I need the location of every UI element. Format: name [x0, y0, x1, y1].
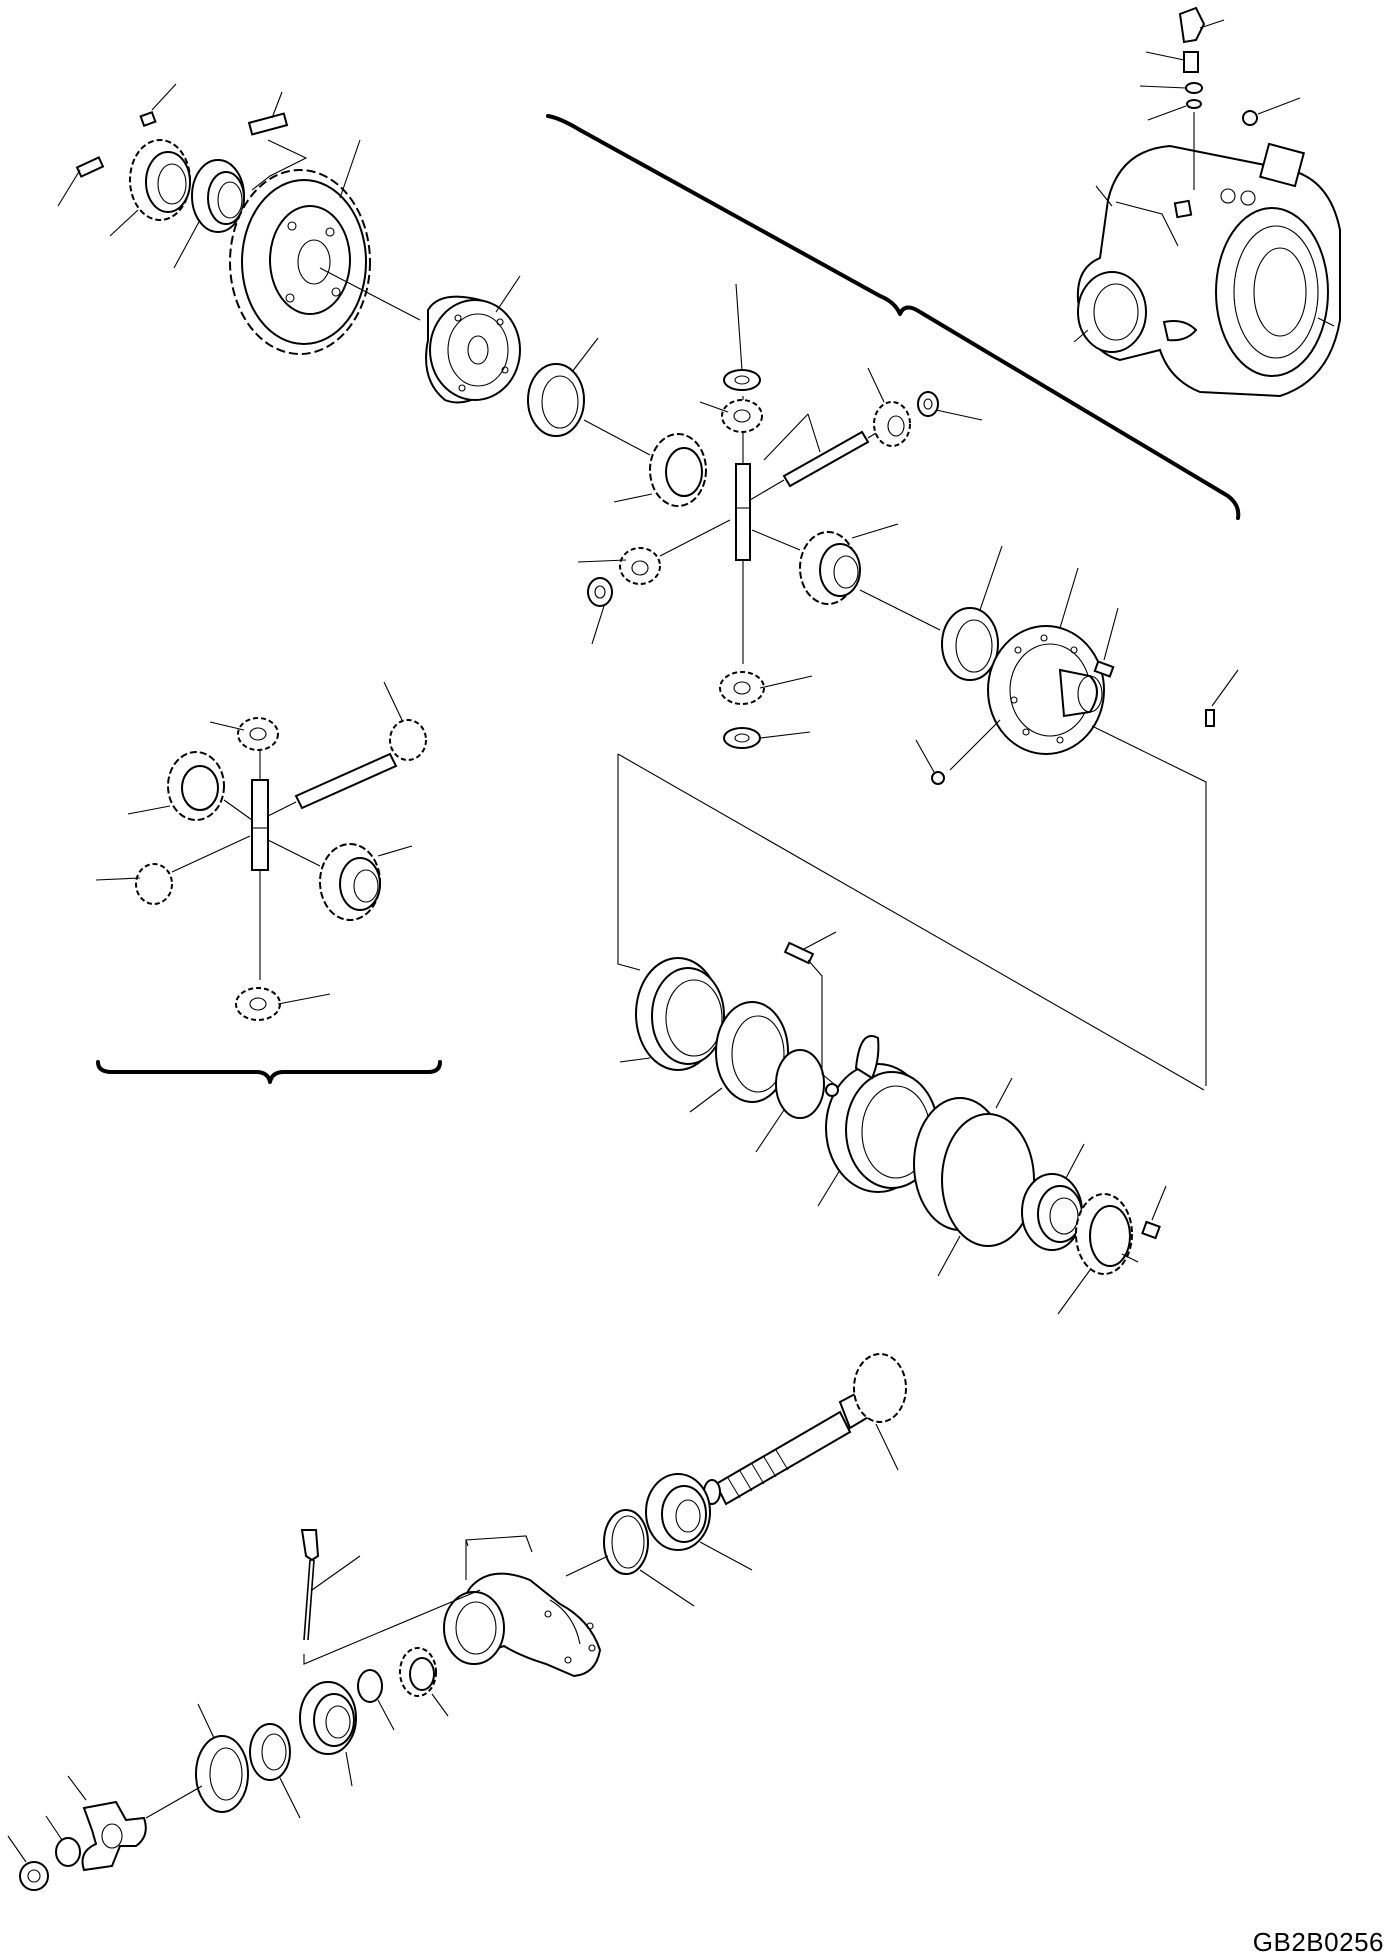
side-gear-right: [751, 523, 899, 605]
cross-shaft-diagonal: [749, 413, 885, 501]
nut-flange: [249, 1723, 301, 1819]
pin-small: [1205, 669, 1239, 727]
group-brace-left: [96, 1060, 442, 1084]
clutch-housing: [817, 1035, 939, 1207]
o-ring-b: [937, 1113, 1035, 1277]
spider-washer-right: [917, 391, 983, 421]
spider-pinion-left: [577, 519, 731, 585]
breather-washer-a: [1139, 82, 1203, 94]
group-bracket-clutch: [617, 754, 641, 971]
dipstick-icon: [300, 1529, 361, 1641]
bolt-case-right: [1093, 607, 1119, 678]
spider-washer-left: [587, 577, 613, 645]
pinion-carrier: [443, 1572, 602, 1678]
spider-pinion-top: [699, 399, 763, 433]
differential-case-right: [915, 567, 1105, 785]
clutch-ring-a: [619, 957, 725, 1071]
bolt-clutch: [783, 931, 837, 1085]
bearing-icon: [173, 159, 245, 269]
bearing-pinion-large: [645, 1473, 753, 1571]
alt-side-gear-right: [267, 839, 413, 921]
alt-pinion-bottom: [235, 987, 331, 1021]
bolt-top-left-a: [139, 83, 177, 128]
spider-pinion-bottom: [719, 671, 813, 705]
cross-shaft-vertical: [735, 396, 751, 664]
ring-gear-icon: [229, 139, 371, 355]
shim-pinion: [603, 1509, 695, 1607]
alt-pinion-right: [383, 681, 427, 761]
plug-top: [1242, 97, 1301, 126]
alt-cross-shaft: [223, 750, 269, 980]
oil-seal: [195, 1703, 249, 1813]
pinion-shaft-icon: [703, 1353, 907, 1506]
nut-yoke: [7, 1835, 49, 1891]
spider-pinion-right: [867, 367, 911, 447]
thrust-washer-left: [527, 337, 599, 437]
bearing-pinion-front: [299, 1681, 357, 1787]
breather-elbow-icon: [1178, 6, 1225, 44]
spider-washer-bottom: [723, 727, 811, 749]
bolt-nut-right: [1141, 1185, 1167, 1240]
side-gear-left: [613, 433, 707, 507]
yoke-icon: [67, 1775, 147, 1872]
bearing-clutch: [1021, 1143, 1085, 1251]
breather-washer-b: [1147, 99, 1202, 121]
group-brace-top: [546, 114, 1241, 520]
bearing-pinion-small: [399, 1647, 449, 1717]
alt-pinion-left: [95, 835, 251, 905]
drawing-code-label: GB2B0256: [1252, 1927, 1384, 1957]
bolt-top-left-b: [57, 156, 105, 207]
adjusting-nut-icon: [109, 139, 191, 237]
bolt-top-left-c: [247, 91, 289, 136]
alt-side-gear-left: [127, 751, 225, 821]
snap-ring-a: [755, 1049, 825, 1153]
thrust-washer-right: [859, 545, 1003, 681]
adjusting-nut-right: [1057, 1193, 1139, 1315]
breather-nipple: [1145, 51, 1199, 73]
alt-pin: [267, 752, 398, 817]
differential-case-left: [425, 275, 521, 404]
snap-ring-yoke: [45, 1815, 81, 1867]
alt-pinion-top: [209, 717, 279, 751]
spider-washer-top: [723, 283, 761, 391]
axle-housing-icon: [1073, 142, 1341, 398]
snap-ring-pinion: [357, 1669, 395, 1731]
clutch-ring-b: [689, 1001, 789, 1113]
